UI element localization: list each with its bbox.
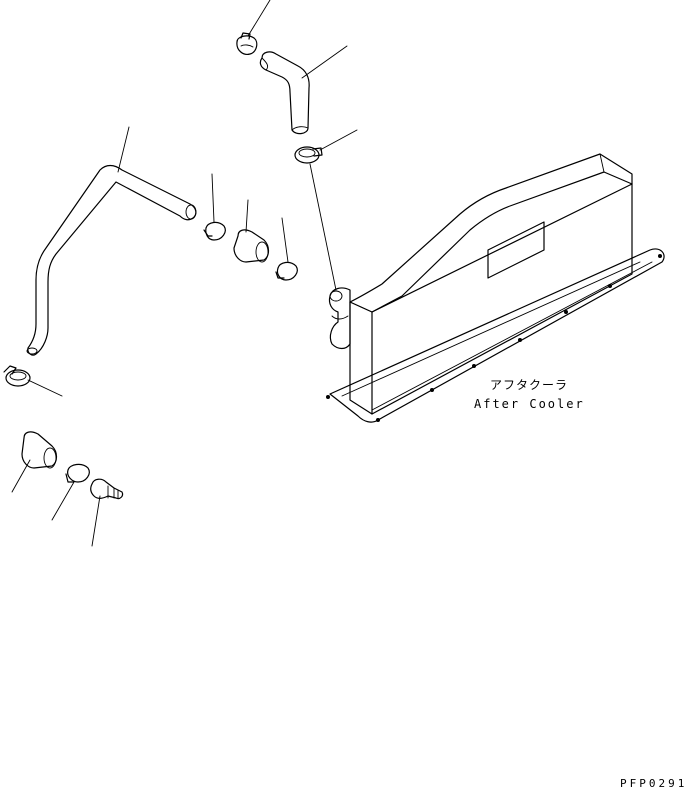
inlet-clamp <box>275 261 298 281</box>
leader-middle-clamp <box>319 129 358 151</box>
after-cooler-body <box>326 153 665 423</box>
lower-left-clamp <box>3 365 31 387</box>
leader-sensor-fitting <box>91 495 101 547</box>
leader-pipe-end-clamp <box>211 173 215 223</box>
leader-upper-hose <box>301 45 348 79</box>
sensor-fitting <box>90 478 124 500</box>
leader-long-pipe <box>117 126 130 173</box>
leader-lower-clamp <box>51 481 75 521</box>
top-hose-clamp <box>236 32 258 55</box>
lower-hose-sleeve <box>21 431 58 469</box>
leader-inlet-clamp <box>281 217 289 263</box>
connector-line-to-cooler <box>309 163 337 291</box>
lower-small-clamp <box>65 463 90 483</box>
part-name-english: After Cooler <box>474 397 585 411</box>
leader-lower-left-clamp <box>27 379 63 397</box>
pipe-end-clamp <box>203 221 226 241</box>
long-bent-pipe <box>26 164 197 356</box>
leader-lower-sleeve <box>11 459 31 493</box>
drawing-code: PFP0291 <box>620 777 687 790</box>
part-name-japanese: アフタクーラ <box>490 378 568 392</box>
middle-hose-clamp <box>294 146 323 164</box>
upper-bent-hose <box>259 51 310 135</box>
leader-center-sleeve <box>245 199 249 233</box>
cooler-inlet-elbow <box>328 287 351 350</box>
leader-top-clamp <box>247 0 271 37</box>
center-hose-sleeve <box>233 229 270 263</box>
